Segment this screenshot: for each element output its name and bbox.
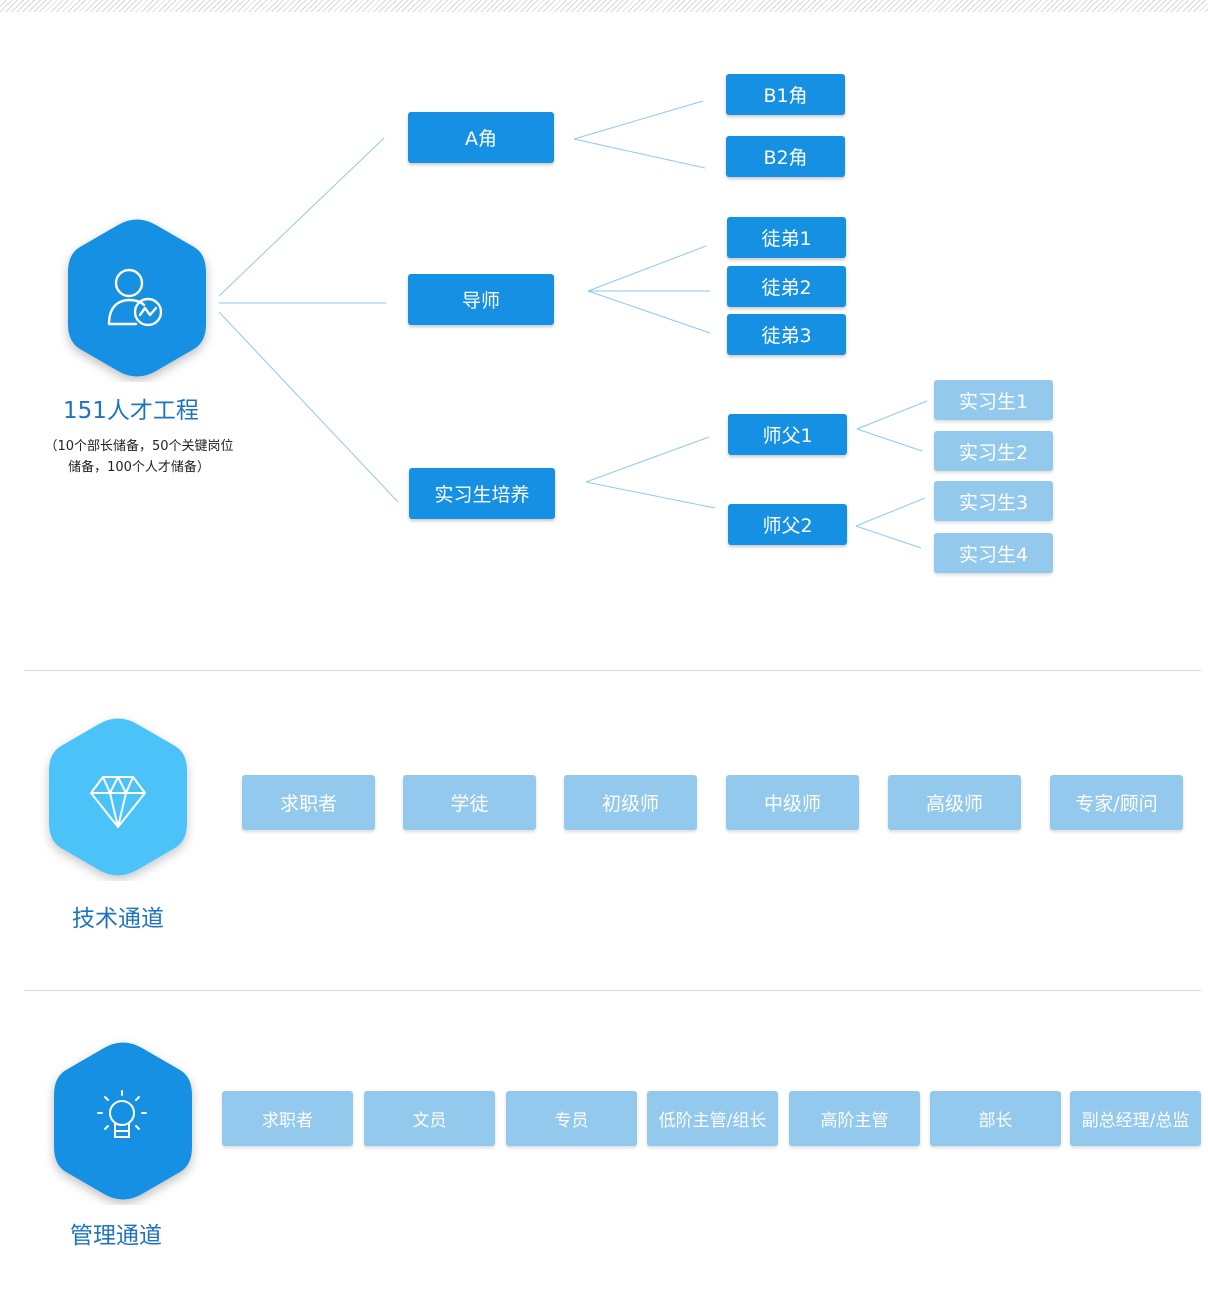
talent-note-line-2: 储备，100个人才储备） <box>68 460 210 475</box>
node-apprentice-2: 徒弟2 <box>727 266 846 307</box>
node-b2-role: B2角 <box>726 136 845 177</box>
tech-step-5: 高级师 <box>888 775 1021 830</box>
tech-step-2: 学徒 <box>403 775 536 830</box>
connector-intern-master1 <box>585 436 710 483</box>
lightbulb-icon <box>97 1090 147 1138</box>
connector-master2-intern4 <box>855 525 922 549</box>
talent-note-line-1: （10个部长储备，50个关键岗位 <box>44 439 234 454</box>
diamond-icon <box>90 776 146 828</box>
management-step-4: 低阶主管/组长 <box>647 1091 778 1146</box>
node-intern-3: 实习生3 <box>934 481 1053 521</box>
management-step-7: 副总经理/总监 <box>1070 1091 1201 1146</box>
user-chart-icon <box>107 268 163 327</box>
talent-note: （10个部长储备，50个关键岗位 储备，100个人才储备） <box>28 436 250 478</box>
talent-hexagon <box>68 219 206 377</box>
tech-hexagon <box>49 718 187 876</box>
management-step-5: 高阶主管 <box>789 1091 920 1146</box>
connector-mentor-1 <box>587 245 707 292</box>
connector-master1-intern1 <box>856 400 928 430</box>
node-intern-2: 实习生2 <box>934 431 1053 471</box>
node-intern-4: 实习生4 <box>934 533 1053 573</box>
tech-step-4: 中级师 <box>726 775 859 830</box>
tech-title: 技术通道 <box>72 906 164 932</box>
connector-master2-intern3 <box>855 497 926 527</box>
tree-connectors <box>218 100 928 549</box>
section-divider-2 <box>24 990 1201 991</box>
management-title: 管理通道 <box>70 1223 162 1249</box>
connector-root-a <box>218 137 385 297</box>
tech-step-1: 求职者 <box>242 775 375 830</box>
tech-step-3: 初级师 <box>564 775 697 830</box>
management-step-3: 专员 <box>506 1091 637 1146</box>
talent-title: 151人才工程 <box>63 398 199 424</box>
management-step-1: 求职者 <box>222 1091 353 1146</box>
connector-mentor-3 <box>587 290 711 334</box>
node-master-1: 师父1 <box>728 414 847 455</box>
node-b1-role: B1角 <box>726 74 845 115</box>
connector-intern-master2 <box>585 481 716 509</box>
node-mentor: 导师 <box>408 274 554 325</box>
node-intern-training: 实习生培养 <box>409 468 555 519</box>
management-hexagon <box>54 1042 192 1200</box>
node-intern-1: 实习生1 <box>934 380 1053 420</box>
connector-root-intern <box>218 311 399 503</box>
connector-a-b1 <box>573 100 704 140</box>
connector-master1-intern2 <box>856 428 923 452</box>
node-apprentice-1: 徒弟1 <box>727 217 846 258</box>
connector-a-b2 <box>573 138 706 169</box>
node-master-2: 师父2 <box>728 504 847 545</box>
section-divider-1 <box>24 670 1201 671</box>
node-apprentice-3: 徒弟3 <box>727 314 846 355</box>
top-stripe-decoration <box>0 0 1208 12</box>
tech-step-6: 专家/顾问 <box>1050 775 1183 830</box>
management-step-2: 文员 <box>364 1091 495 1146</box>
management-step-6: 部长 <box>930 1091 1061 1146</box>
node-a-role: A角 <box>408 112 554 163</box>
